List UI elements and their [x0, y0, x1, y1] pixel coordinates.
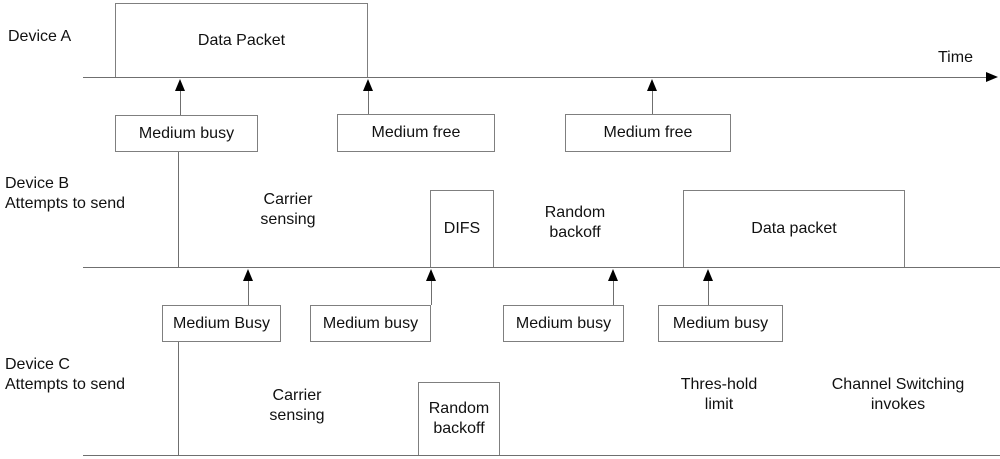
threshold-limit-label: Thres-hold limit: [680, 376, 758, 413]
time-axis-label: Time: [938, 49, 973, 66]
arrow-stem-medium-busy-b4: [708, 281, 709, 305]
random-backoff-box-c: Random backoff: [418, 382, 500, 456]
medium-busy-box-b2: Medium busy: [310, 305, 431, 342]
arrowhead-medium-busy-b2-icon: [426, 269, 436, 281]
arrowhead-medium-busy-b3-icon: [608, 269, 618, 281]
device-b-label: Device B Attempts to send: [5, 175, 126, 212]
arrowhead-medium-busy-b4-icon: [703, 269, 713, 281]
arrow-stem-medium-busy-a: [180, 91, 181, 115]
timeline-device-c: [83, 455, 1000, 456]
arrow-stem-medium-busy-b3: [613, 281, 614, 305]
arrow-stem-medium-free-2: [652, 91, 653, 115]
data-packet-box-a: Data Packet: [115, 3, 368, 78]
carrier-sensing-label-b: Carrier sensing: [260, 191, 316, 228]
busy-boundary-line-a-to-b: [178, 152, 179, 267]
random-backoff-label-b: Random backoff: [544, 204, 606, 241]
arrowhead-medium-free-1-icon: [363, 79, 373, 91]
arrowhead-medium-free-2-icon: [647, 79, 657, 91]
timeline-device-b: [83, 267, 1000, 268]
busy-boundary-line-b-to-c: [178, 342, 179, 455]
channel-switching-label: Channel Switching invokes: [831, 376, 965, 413]
medium-busy-box-b3: Medium busy: [503, 305, 624, 342]
timeline-device-a: [83, 77, 987, 78]
difs-box: DIFS: [430, 190, 494, 268]
arrowhead-medium-busy-a-icon: [175, 79, 185, 91]
medium-busy-box-b4: Medium busy: [658, 305, 783, 342]
arrow-stem-medium-busy-b2: [431, 281, 432, 305]
device-a-label: Device A: [8, 28, 72, 45]
carrier-sensing-label-c: Carrier sensing: [269, 387, 325, 424]
time-axis-arrowhead-icon: [986, 72, 998, 82]
data-packet-box-b: Data packet: [683, 190, 905, 268]
medium-busy-box-b1: Medium Busy: [162, 305, 281, 342]
arrowhead-medium-busy-b1-icon: [243, 269, 253, 281]
device-c-label: Device C Attempts to send: [5, 356, 126, 393]
medium-free-box-2: Medium free: [565, 114, 731, 152]
medium-free-box-1: Medium free: [337, 114, 495, 152]
medium-busy-box-a: Medium busy: [115, 115, 258, 152]
arrow-stem-medium-free-1: [368, 91, 369, 115]
arrow-stem-medium-busy-b1: [248, 281, 249, 305]
